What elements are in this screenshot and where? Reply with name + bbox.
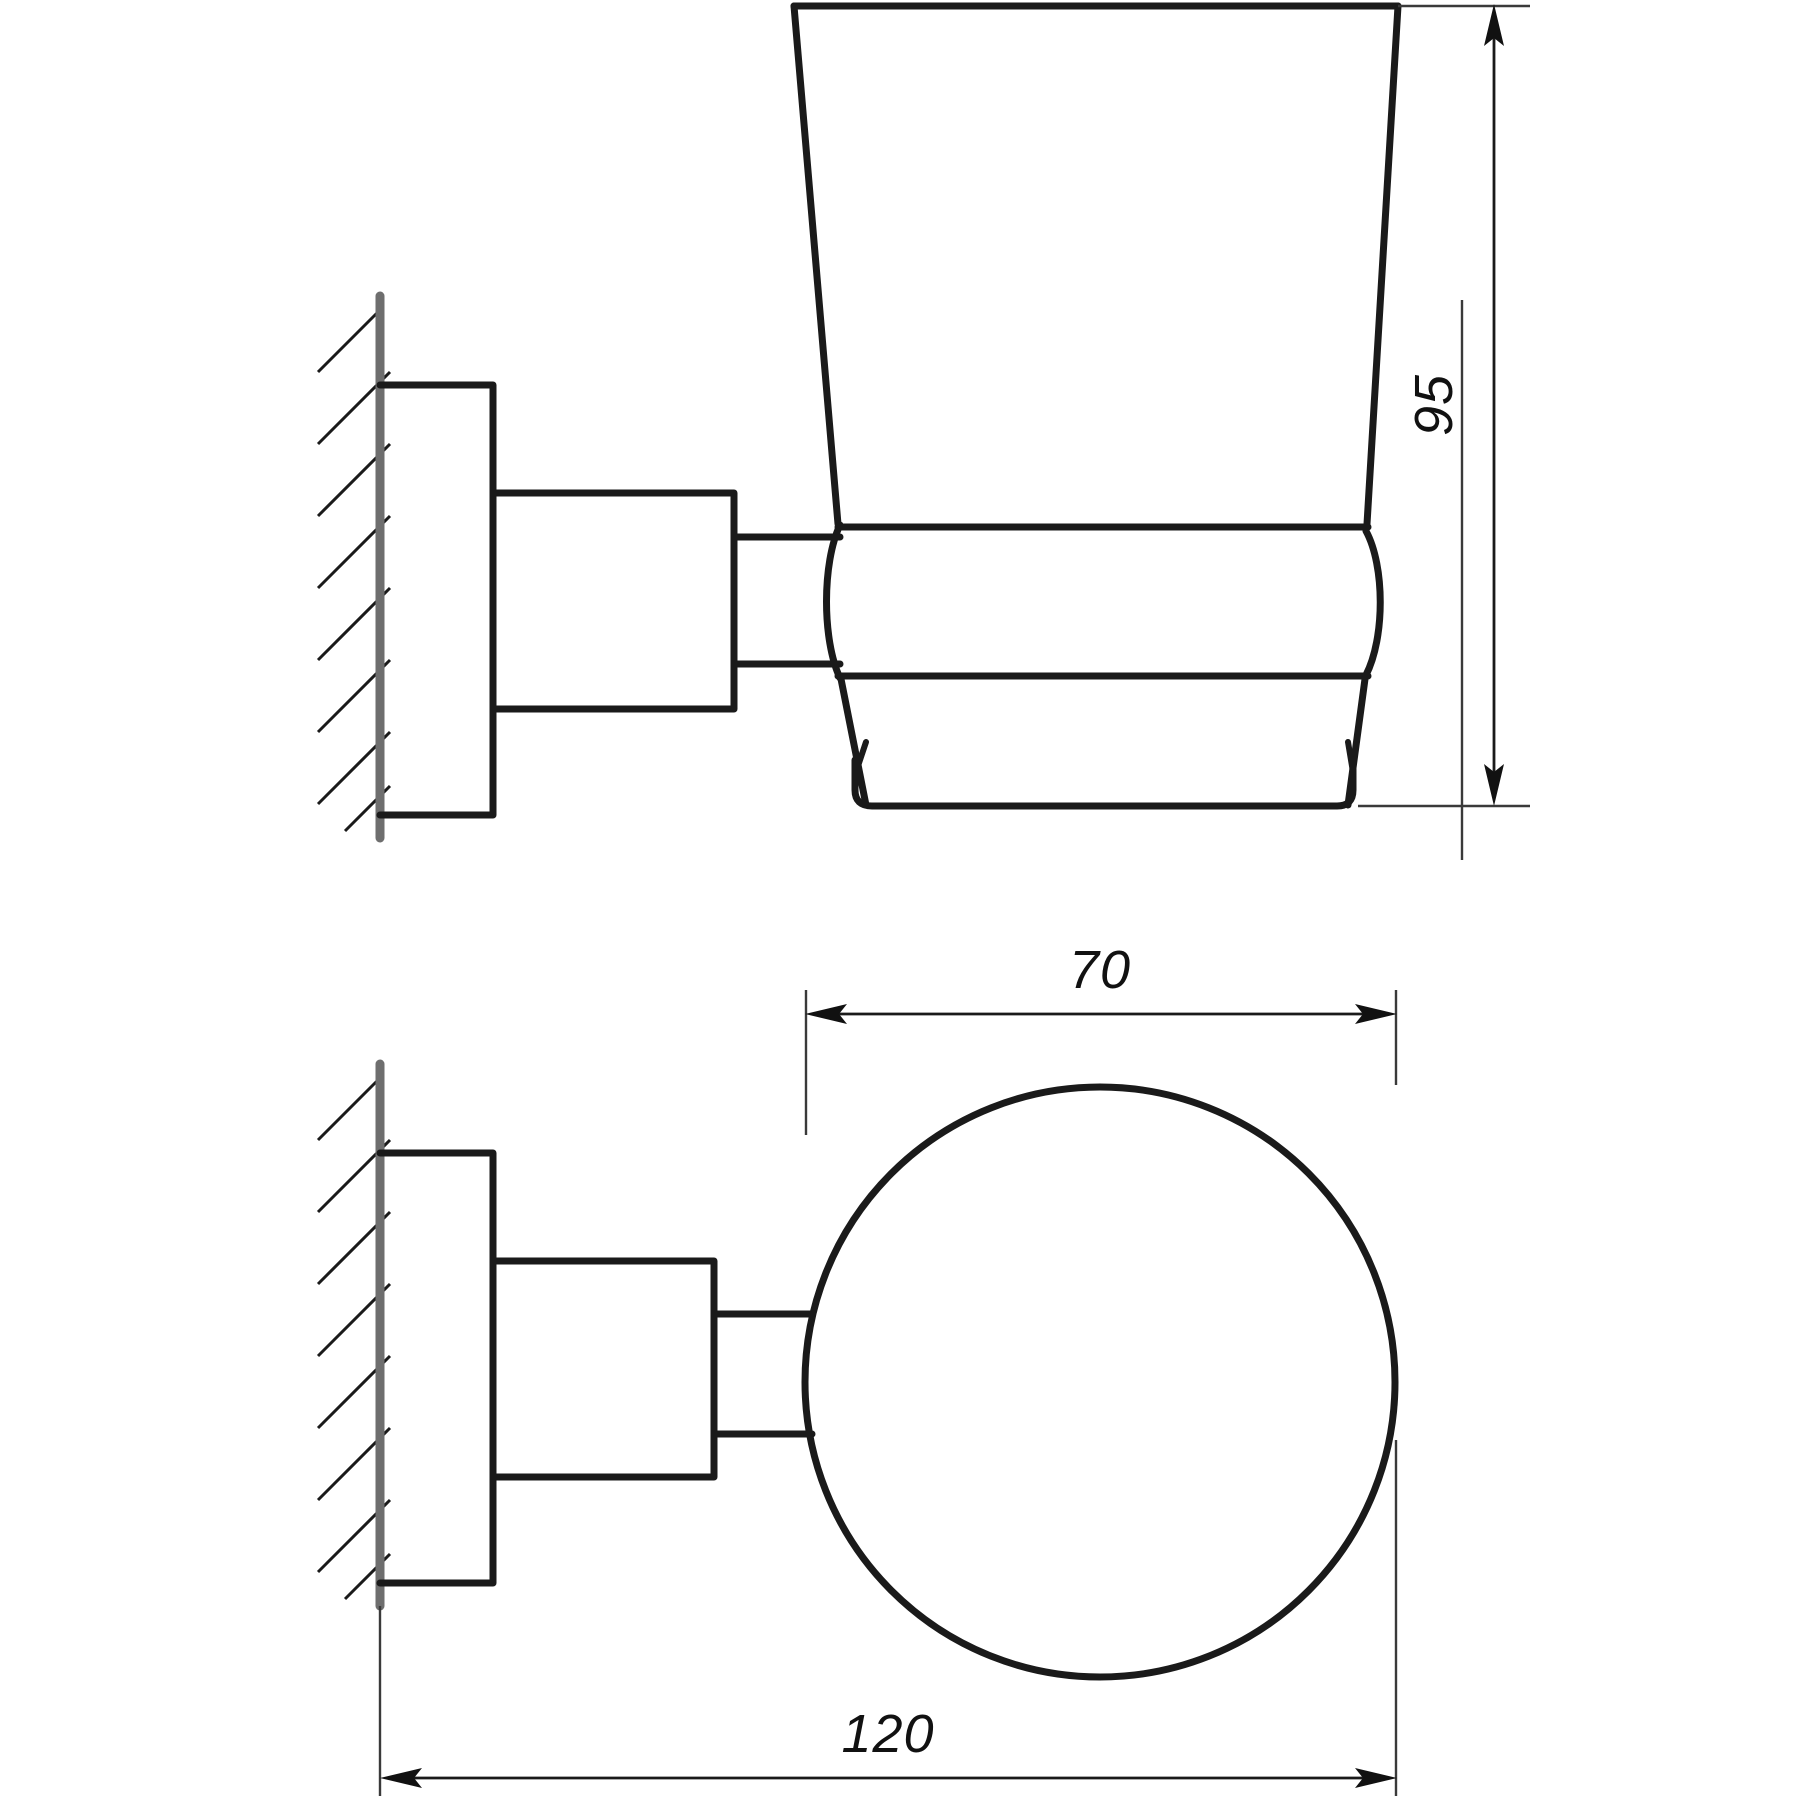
dim-arrow-120-right xyxy=(1355,1768,1397,1788)
wall-flange-outline xyxy=(376,381,497,819)
dim-arrow-70-left xyxy=(805,1004,847,1024)
wall-post-outline-plan xyxy=(489,1257,718,1481)
tumbler-bottom-outline xyxy=(851,756,1357,810)
dim-label-95: 95 xyxy=(1404,374,1464,436)
wall-flange-outline-plan xyxy=(376,1149,497,1587)
dim-arrow-70-right xyxy=(1355,1004,1397,1024)
tumbler-bottom-join-right xyxy=(1345,739,1356,775)
tumbler-bottom-join-left xyxy=(853,739,869,775)
view-top-plan: 70 120 xyxy=(316,940,1399,1796)
dim-arrow-95-top xyxy=(1484,4,1504,46)
tumbler-right-wall-upper xyxy=(1363,2,1402,528)
wall-hatching-upper xyxy=(316,311,392,833)
wall-post-outline xyxy=(489,489,738,713)
view-side-elevation: 95 xyxy=(316,2,1530,860)
dim-label-70: 70 xyxy=(1069,940,1131,1000)
dim-arrow-95-bottom xyxy=(1484,764,1504,806)
dim-label-120: 120 xyxy=(841,1704,934,1764)
connector-arm-outline-plan xyxy=(710,1310,816,1438)
tumbler-left-wall-upper xyxy=(790,2,842,528)
connector-arm-outline xyxy=(730,533,844,668)
holder-ring-outline xyxy=(823,521,844,682)
tumbler-left-wall-lower xyxy=(837,675,870,809)
holder-ring-right-outline xyxy=(1362,527,1384,679)
holder-ring-circle xyxy=(801,1083,1399,1681)
dim-arrow-120-left xyxy=(380,1768,422,1788)
